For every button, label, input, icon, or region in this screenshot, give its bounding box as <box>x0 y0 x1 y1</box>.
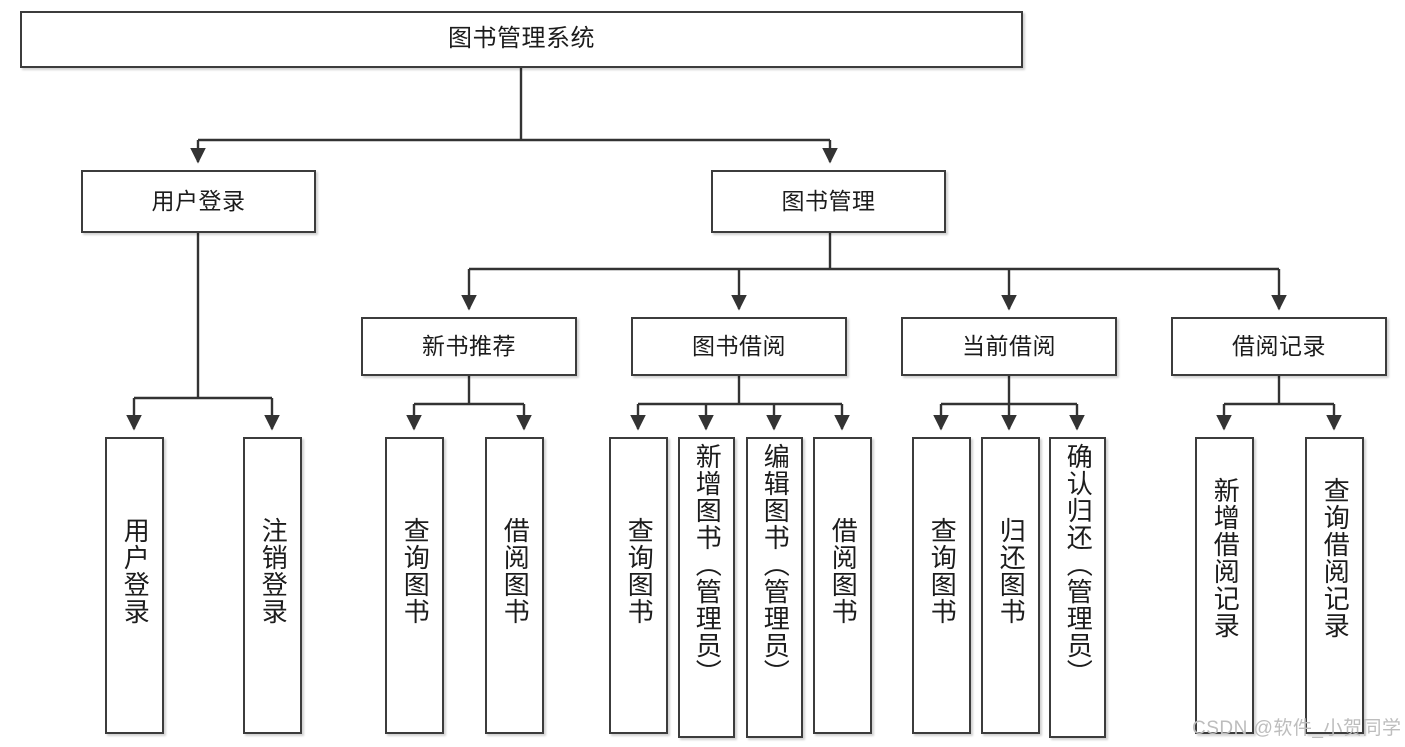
leaf-logout-login[interactable]: 注销登录 <box>243 437 302 734</box>
leaf-query-book-1-label: 查询图书 <box>400 517 431 625</box>
node-user-login-label: 用户登录 <box>151 187 246 214</box>
leaf-add-book[interactable]: 新增图书（管理员） <box>678 437 735 738</box>
leaf-user-login-label: 用户登录 <box>120 517 151 625</box>
leaf-query-record-label: 查询借阅记录 <box>1320 477 1351 639</box>
watermark: CSDN @软件_小贺同学 <box>1192 718 1402 739</box>
node-new-book-recommend-label: 新书推荐 <box>422 332 516 359</box>
leaf-add-record-label: 新增借阅记录 <box>1210 477 1241 639</box>
node-book-manage-label: 图书管理 <box>781 187 876 214</box>
leaf-borrow-book-1[interactable]: 借阅图书 <box>485 437 544 734</box>
node-root-label: 图书管理系统 <box>448 25 595 53</box>
leaf-user-login[interactable]: 用户登录 <box>105 437 164 734</box>
leaf-edit-book[interactable]: 编辑图书（管理员） <box>746 437 803 738</box>
leaf-add-record[interactable]: 新增借阅记录 <box>1195 437 1254 734</box>
node-borrow-record-label: 借阅记录 <box>1232 332 1326 359</box>
leaf-borrow-book-2[interactable]: 借阅图书 <box>813 437 872 734</box>
leaf-return-book-label: 归还图书 <box>996 517 1027 625</box>
node-user-login[interactable]: 用户登录 <box>81 170 316 233</box>
leaf-query-book-3-label: 查询图书 <box>927 517 958 625</box>
leaf-logout-login-label: 注销登录 <box>258 517 289 625</box>
leaf-return-book[interactable]: 归还图书 <box>981 437 1040 734</box>
leaf-query-book-3[interactable]: 查询图书 <box>912 437 971 734</box>
node-book-manage[interactable]: 图书管理 <box>711 170 946 233</box>
leaf-borrow-book-1-label: 借阅图书 <box>500 517 531 625</box>
node-current-borrow-label: 当前借阅 <box>962 332 1056 359</box>
node-new-book-recommend[interactable]: 新书推荐 <box>361 317 577 376</box>
node-root[interactable]: 图书管理系统 <box>20 11 1023 68</box>
node-current-borrow[interactable]: 当前借阅 <box>901 317 1117 376</box>
leaf-query-book-1[interactable]: 查询图书 <box>385 437 444 734</box>
leaf-query-book-2-label: 查询图书 <box>624 517 655 625</box>
node-book-borrow-label: 图书借阅 <box>692 332 786 359</box>
leaf-confirm-return[interactable]: 确认归还（管理员） <box>1049 437 1106 738</box>
node-borrow-record[interactable]: 借阅记录 <box>1171 317 1387 376</box>
node-book-borrow[interactable]: 图书借阅 <box>631 317 847 376</box>
leaf-add-book-label: 新增图书（管理员） <box>692 443 723 686</box>
leaf-borrow-book-2-label: 借阅图书 <box>828 517 859 625</box>
leaf-edit-book-label: 编辑图书（管理员） <box>760 443 791 686</box>
leaf-query-record[interactable]: 查询借阅记录 <box>1305 437 1364 734</box>
leaf-query-book-2[interactable]: 查询图书 <box>609 437 668 734</box>
leaf-confirm-return-label: 确认归还（管理员） <box>1063 443 1094 686</box>
